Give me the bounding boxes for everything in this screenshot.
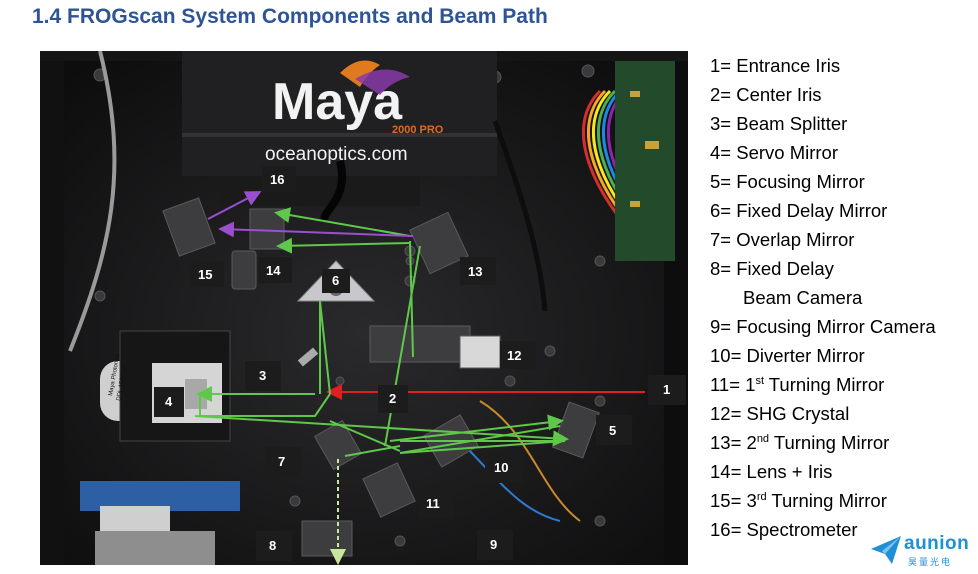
- svg-text:2: 2: [389, 391, 396, 406]
- svg-text:15: 15: [198, 267, 212, 282]
- callout-11: 11: [418, 489, 454, 517]
- legend-item: 9= Focusing Mirror Camera: [710, 316, 936, 337]
- callout-4: 4: [154, 387, 184, 417]
- callout-13: 13: [460, 257, 496, 285]
- legend-item: 11= 1st Turning Mirror: [710, 374, 885, 395]
- svg-text:6: 6: [332, 273, 339, 288]
- spectrometer-beam: [218, 221, 414, 238]
- legend-item: 2= Center Iris: [710, 84, 822, 105]
- legend-item: 8= Fixed Delay: [710, 258, 834, 279]
- callouts: 1 2 3 4 5 6 7 8 9 10 11 12 13 14 15 16: [154, 166, 686, 561]
- legend-item: 10= Diverter Mirror: [710, 345, 865, 366]
- svg-text:14: 14: [266, 263, 281, 278]
- legend-item: 6= Fixed Delay Mirror: [710, 200, 888, 221]
- svg-text:7: 7: [278, 454, 285, 469]
- brand-logo: aunion 昊量光电: [870, 532, 974, 568]
- legend-item-continuation: Beam Camera: [743, 287, 863, 308]
- servo-beam-loop: [199, 393, 331, 417]
- spectrometer-box: Maya 2000 PRO oceanoptics.com: [182, 51, 497, 206]
- servo-mirror-assembly: Maya Photonics DDL 150270C: [100, 330, 231, 442]
- camera-url: oceanoptics.com: [265, 144, 408, 165]
- callout-9: 9: [477, 530, 513, 560]
- legend-item: 12= SHG Crystal: [710, 403, 850, 424]
- callout-12: 12: [500, 341, 536, 369]
- svg-text:9: 9: [490, 537, 497, 552]
- callout-10: 10: [485, 453, 523, 483]
- brand-name: aunion: [904, 533, 970, 554]
- callout-6: 6: [322, 269, 350, 293]
- callout-1: 1: [648, 375, 686, 405]
- svg-text:11: 11: [426, 496, 440, 511]
- brand-subtitle: 昊量光电: [908, 557, 953, 567]
- maya-logo-swirl: [340, 60, 380, 87]
- svg-text:1: 1: [663, 382, 670, 397]
- legend-item: 13= 2nd Turning Mirror: [710, 432, 890, 453]
- paper-plane-logo-icon: [871, 536, 901, 564]
- legend-item: 7= Overlap Mirror: [710, 229, 855, 250]
- circuit-board: [615, 61, 675, 261]
- callout-8: 8: [256, 531, 292, 561]
- legend-item: 14= Lens + Iris: [710, 461, 833, 482]
- svg-text:13: 13: [468, 264, 482, 279]
- svg-text:3: 3: [259, 368, 266, 383]
- beam-splitter: [297, 347, 319, 367]
- camera-model: 2000 PRO: [392, 124, 444, 136]
- svg-text:4: 4: [165, 394, 173, 409]
- optical-mounts: [162, 197, 600, 557]
- svg-text:8: 8: [269, 538, 276, 553]
- legend-item: 15= 3rd Turning Mirror: [710, 490, 887, 511]
- component-legend: 1= Entrance Iris 2= Center Iris 3= Beam …: [710, 51, 936, 544]
- legend-item: 3= Beam Splitter: [710, 113, 848, 134]
- svg-text:5: 5: [609, 423, 616, 438]
- legend-item: 4= Servo Mirror: [710, 142, 838, 163]
- callout-3: 3: [245, 361, 281, 391]
- callout-14: 14: [258, 257, 292, 283]
- legend-item: 5= Focusing Mirror: [710, 171, 865, 192]
- callout-7: 7: [265, 447, 301, 477]
- legend-item: 16= Spectrometer: [710, 519, 858, 540]
- system-photo: Maya 2000 PRO oceanoptics.com: [40, 51, 688, 565]
- svg-text:16: 16: [270, 172, 284, 187]
- legend-item: 1= Entrance Iris: [710, 55, 841, 76]
- svg-text:12: 12: [507, 348, 521, 363]
- callout-5: 5: [596, 415, 632, 445]
- callout-2: 2: [378, 385, 408, 413]
- page-title: 1.4 FROGscan System Components and Beam …: [32, 5, 548, 28]
- callout-15: 15: [190, 261, 224, 287]
- svg-text:10: 10: [494, 460, 508, 475]
- callout-16: 16: [262, 166, 296, 192]
